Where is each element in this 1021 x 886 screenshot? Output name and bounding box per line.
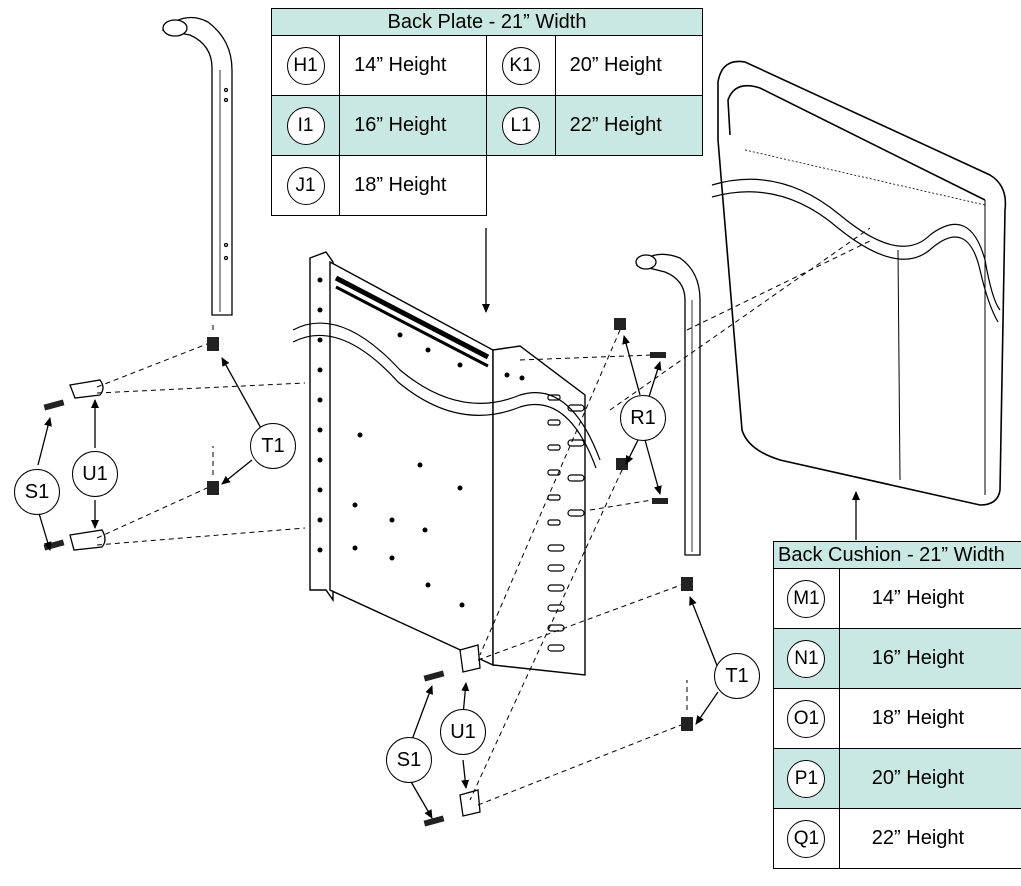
callout-s1-left: S1: [14, 469, 60, 515]
part-code: I1: [286, 106, 325, 145]
u1-bracket-left-bottom: [69, 529, 106, 551]
t1-clip-right-top: [681, 577, 693, 591]
part-label: 14” Height: [339, 35, 488, 96]
assembly-dashed-lines: [96, 227, 873, 806]
part-label: 18” Height: [838, 688, 1021, 749]
t1-clip-right-bottom: [681, 717, 693, 731]
back-cushion-table-title: Back Cushion - 21” Width: [773, 541, 1021, 569]
u1-bracket-left-top: [69, 379, 104, 399]
part-label: 20” Height: [838, 748, 1021, 809]
back-plate-table-title: Back Plate - 21” Width: [271, 8, 703, 36]
part-code: J1: [286, 166, 325, 205]
part-code: M1: [787, 579, 826, 618]
back-plate-slots: [547, 394, 585, 652]
left-back-cane: [161, 16, 233, 316]
back-plate-holes: [317, 277, 525, 608]
part-code: Q1: [787, 819, 826, 858]
back-plate-strap: [292, 322, 601, 461]
part-code: L1: [502, 106, 541, 145]
callout-u1-left: U1: [72, 451, 118, 497]
callout-r1: R1: [620, 395, 666, 441]
back-cushion: [717, 60, 1007, 506]
back-cushion-strap: [711, 178, 1001, 311]
part-code: P1: [787, 759, 826, 798]
r1-screws: [614, 318, 668, 504]
back-plate: [309, 251, 586, 676]
callout-t1-left: T1: [250, 423, 296, 469]
part-code: N1: [787, 639, 826, 678]
part-label: 22” Height: [554, 95, 704, 156]
u1-bracket-center-top: [459, 644, 481, 673]
back-plate-table: Back Plate - 21” Width H1 14” Height K1 …: [270, 8, 704, 216]
right-back-cane: [635, 253, 701, 556]
part-label: 14” Height: [838, 568, 1021, 629]
part-code: K1: [502, 46, 541, 85]
part-label: 18” Height: [339, 155, 488, 216]
u1-bracket-center-bottom: [459, 789, 481, 817]
t1-clip-left-bottom: [207, 481, 219, 495]
part-code: H1: [286, 46, 325, 85]
leader-arrows: [37, 228, 860, 819]
s1-screws-center: [423, 670, 445, 827]
callout-t1-right: T1: [714, 653, 760, 699]
part-label: 22” Height: [838, 808, 1021, 869]
callout-u1-center: U1: [440, 709, 486, 755]
back-cushion-table: Back Cushion - 21” Width M1 14” Height N…: [773, 541, 1021, 869]
part-label: 20” Height: [554, 35, 704, 96]
t1-clip-left-top: [207, 337, 219, 351]
callout-s1-center: S1: [386, 737, 432, 783]
part-label: 16” Height: [339, 95, 488, 156]
part-label: 16” Height: [838, 628, 1021, 689]
part-code: O1: [787, 699, 826, 738]
